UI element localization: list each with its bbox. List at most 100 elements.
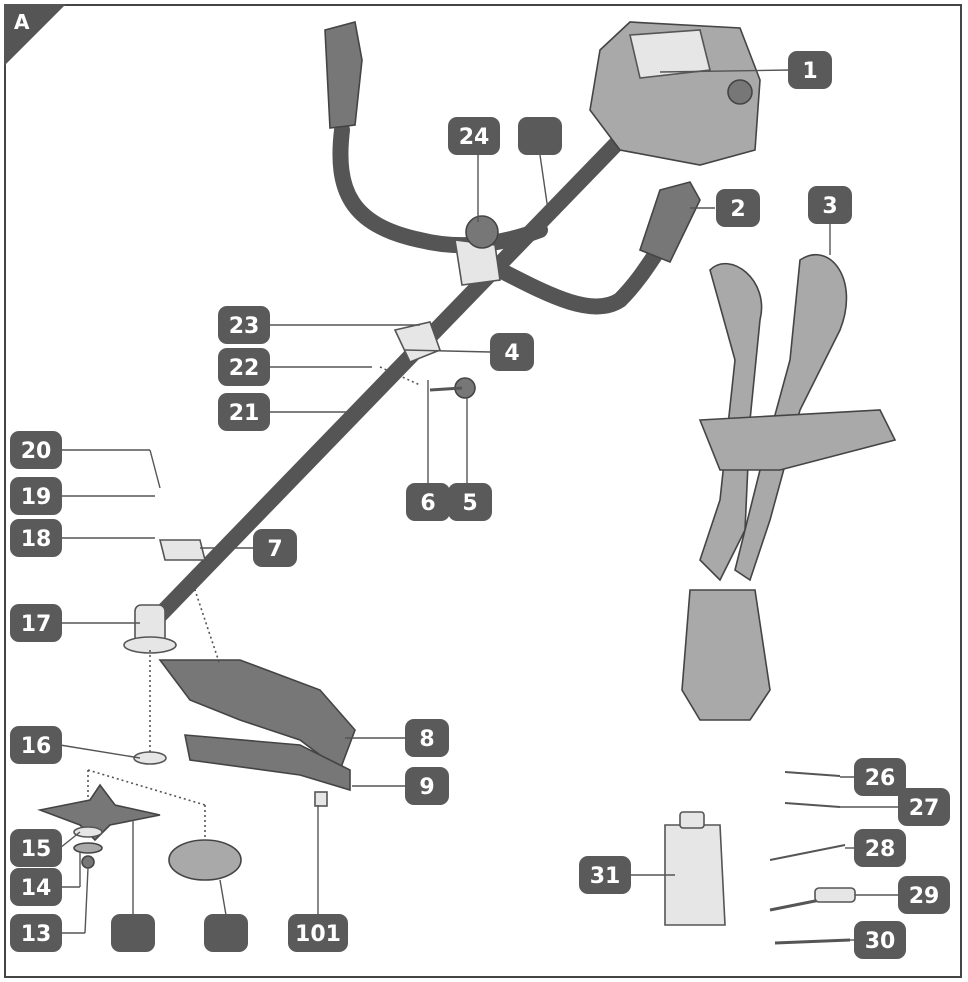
part-badge-7: 7 [253, 529, 297, 567]
part-badge-number: 26 [865, 766, 896, 791]
part-badge-number: 31 [590, 864, 621, 889]
part-badge-27: 27 [898, 788, 950, 826]
harness [681, 253, 897, 721]
part-badge-number: 28 [865, 837, 896, 862]
part-badge-background [406, 483, 450, 521]
blade-and-head [37, 783, 242, 881]
part-badge-background [788, 51, 832, 89]
part-badge-number: 7 [267, 537, 282, 562]
part-badge-20: 20 [10, 431, 62, 469]
part-badge-number: 6 [420, 491, 435, 516]
part-badge-31: 31 [579, 856, 631, 894]
part-badge-9: 9 [405, 767, 449, 805]
part-badge-number: 4 [504, 341, 519, 366]
part-badge-24: 24 [448, 117, 500, 155]
part-badge-background [10, 726, 62, 764]
part-badge-background [854, 758, 906, 796]
leader-lines [59, 69, 902, 941]
part-badge-17: 17 [10, 604, 62, 642]
part-badge-number: 101 [295, 922, 341, 947]
part-badge-number: 2 [730, 197, 745, 222]
part-badge-blank-blade [111, 914, 155, 952]
part-badge-background [10, 519, 62, 557]
part-badge-5: 5 [448, 483, 492, 521]
figure-corner-label: A [14, 10, 30, 34]
part-badge-number: 17 [21, 612, 52, 637]
part-badge-number: 24 [459, 125, 490, 150]
part-badge-22: 22 [218, 348, 270, 386]
part-badge-number: 5 [462, 491, 477, 516]
part-badge-number: 29 [909, 884, 940, 909]
figure-frame [4, 4, 962, 978]
engine-assembly [589, 21, 761, 166]
part-badge-blank-top [518, 117, 562, 155]
part-badge-3: 3 [808, 186, 852, 224]
figure-corner-tab: A [4, 4, 66, 66]
part-badge-number: 9 [419, 775, 434, 800]
part-badge-6: 6 [406, 483, 450, 521]
part-badge-14: 14 [10, 868, 62, 906]
part-badge-number: 21 [229, 401, 260, 426]
part-badge-16: 16 [10, 726, 62, 764]
part-badge-number: 15 [21, 837, 52, 862]
part-badge-background [10, 914, 62, 952]
part-badge-background [253, 529, 297, 567]
part-badge-number: 14 [21, 876, 52, 901]
part-badge-number: 18 [21, 527, 52, 552]
part-badge-background [448, 117, 500, 155]
part-badge-101: 101 [288, 914, 348, 952]
part-badge-background [218, 348, 270, 386]
gearhead [123, 539, 207, 765]
part-badge-18: 18 [10, 519, 62, 557]
part-badge-background [218, 393, 270, 431]
part-badge-background [10, 477, 62, 515]
part-badge-blank-head [204, 914, 248, 952]
part-badge-23: 23 [218, 306, 270, 344]
part-badge-background [808, 186, 852, 224]
part-badge-number: 23 [229, 314, 260, 339]
part-badge-number: 16 [21, 734, 52, 759]
part-badge-number: 22 [229, 356, 260, 381]
part-badge-background [898, 788, 950, 826]
part-badge-background [898, 876, 950, 914]
part-badge-background [854, 921, 906, 959]
part-badge-background [518, 117, 562, 155]
handlebar-loop [324, 21, 701, 315]
part-badge-26: 26 [854, 758, 906, 796]
part-badge-background [10, 431, 62, 469]
part-badge-background [405, 767, 449, 805]
part-badge-background [288, 914, 348, 952]
part-badge-number: 27 [909, 796, 940, 821]
drive-shaft [152, 132, 628, 623]
part-badge-15: 15 [10, 829, 62, 867]
part-badge-background [579, 856, 631, 894]
part-badge-background [716, 189, 760, 227]
part-badge-19: 19 [10, 477, 62, 515]
part-badge-number: 3 [822, 194, 837, 219]
part-badge-background [204, 914, 248, 952]
part-badge-number: 13 [21, 922, 52, 947]
part-badge-background [405, 719, 449, 757]
upper-guard [158, 659, 356, 807]
part-badge-13: 13 [10, 914, 62, 952]
part-badge-29: 29 [898, 876, 950, 914]
part-badge-number: 20 [21, 439, 52, 464]
accessories [664, 771, 856, 945]
part-badge-background [10, 868, 62, 906]
part-badge-background [854, 829, 906, 867]
part-badge-background [490, 333, 534, 371]
part-badge-number: 8 [419, 727, 434, 752]
part-badge-2: 2 [716, 189, 760, 227]
part-badge-background [218, 306, 270, 344]
part-badge-28: 28 [854, 829, 906, 867]
part-badge-8: 8 [405, 719, 449, 757]
part-badge-background [10, 604, 62, 642]
part-badge-number: 1 [802, 59, 817, 84]
part-badge-1: 1 [788, 51, 832, 89]
part-badge-background [111, 914, 155, 952]
part-badge-4: 4 [490, 333, 534, 371]
part-badge-number: 19 [21, 485, 52, 510]
part-badge-background [10, 829, 62, 867]
